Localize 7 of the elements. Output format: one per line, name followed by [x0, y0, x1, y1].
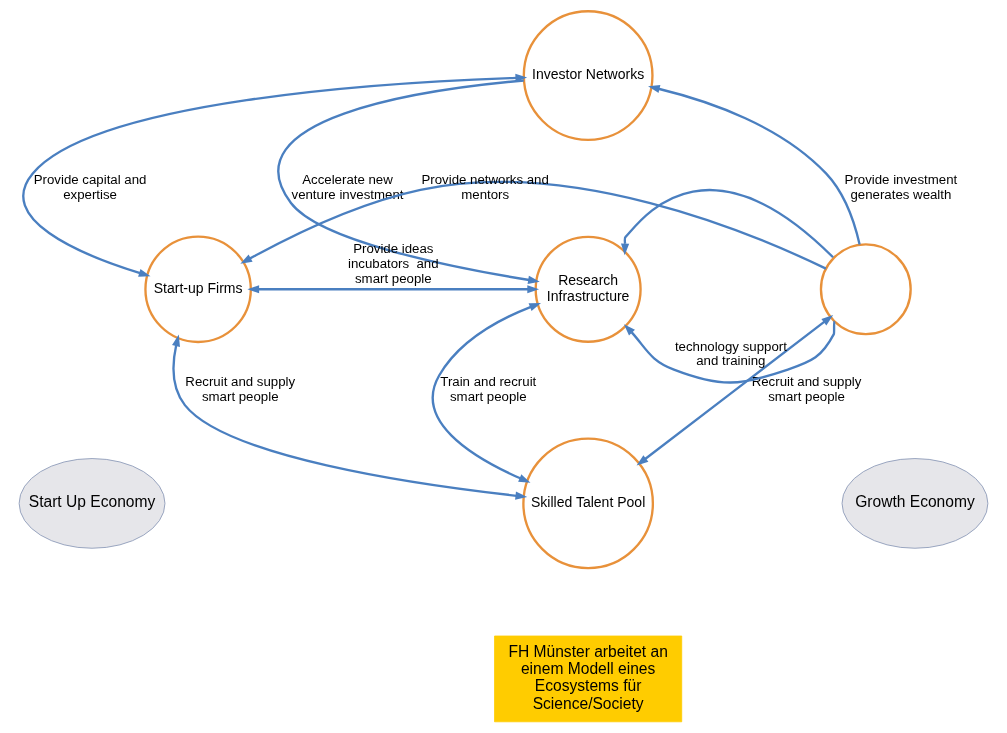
edge-label: technology support and training [674, 338, 787, 369]
edge-label: Recruit and supply smart people [751, 374, 862, 404]
edge-label: Accelerate new venture investment [291, 172, 404, 202]
edge-label: Recruit and supply smart people [185, 374, 296, 404]
edge-label: Provide investment generates wealth [844, 172, 958, 202]
edge-label: Train and recruit smart people [440, 374, 537, 404]
edge-label: Provide capital and expertise [33, 172, 147, 202]
